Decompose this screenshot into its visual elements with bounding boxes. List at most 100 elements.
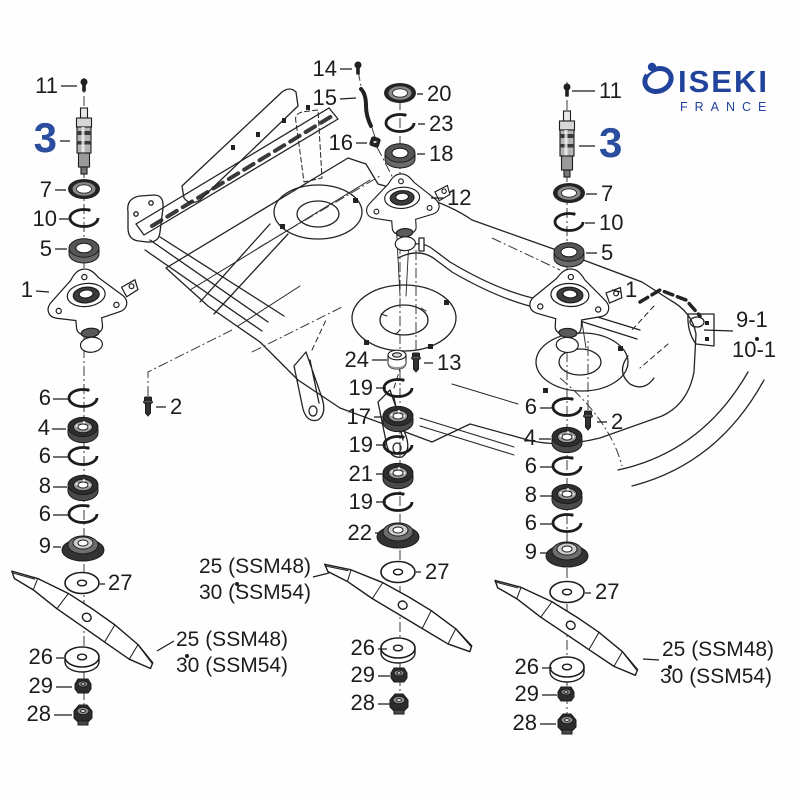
callout-left-1: 1 — [21, 277, 33, 302]
part-bolt-11-left — [80, 78, 88, 92]
part-washer-27-right — [549, 580, 585, 604]
callout-right-29: 29 — [515, 681, 539, 706]
part-snapring-19a — [382, 376, 414, 398]
part-bearing-4-right — [551, 426, 583, 454]
dot-center-blade — [235, 582, 239, 586]
callout-left-27: 27 — [108, 570, 132, 595]
part-cap-24 — [387, 349, 407, 370]
part-housing-1-right — [526, 266, 624, 356]
part-bolt-13 — [411, 352, 421, 373]
callout-center-21: 21 — [349, 461, 373, 486]
part-bearing-8-right — [551, 483, 583, 511]
part-seal-7-right — [552, 182, 586, 204]
assembly-axis-lines — [83, 70, 623, 732]
part-bearing-9-right — [545, 541, 589, 568]
part-snapring-6c-left — [67, 502, 99, 524]
callout-center-19a: 19 — [349, 375, 373, 400]
callout-right-26: 26 — [515, 654, 539, 679]
part-bolt-11-right — [563, 83, 571, 97]
part-spindle-3-right — [558, 110, 576, 178]
callout-center-22: 22 — [348, 520, 372, 545]
part-snapring-6a-left — [67, 386, 99, 408]
dot-right-bracket — [755, 337, 759, 341]
callout-left-26: 26 — [29, 644, 53, 669]
callout-center-28: 28 — [351, 690, 375, 715]
part-bolt-2-right — [583, 410, 593, 431]
callout-right-10: 10 — [599, 210, 623, 235]
part-washer-26-left — [64, 646, 100, 673]
callout-right-7: 7 — [601, 181, 613, 206]
part-nut-29-center — [390, 667, 408, 683]
part-seal-7-left — [67, 178, 101, 200]
part-washer-27-center — [380, 560, 416, 584]
callout-center-13: 13 — [437, 350, 461, 375]
callout-left-6c: 6 — [39, 501, 51, 526]
part-bolt-28-center — [389, 693, 409, 715]
brand-name: ISEKI — [678, 64, 769, 99]
iseki-logo-icon — [642, 62, 674, 94]
part-nut-29-left — [74, 678, 92, 694]
callout-left-28: 28 — [27, 701, 51, 726]
callout-right-blade-ssm48: 25 (SSM48) — [662, 638, 774, 661]
callout-left-9: 9 — [39, 533, 51, 558]
part-collar-5-right — [553, 242, 585, 268]
part-spindle-3-left — [75, 107, 93, 175]
part-pin-15 — [359, 87, 373, 128]
callout-center-16: 16 — [329, 130, 353, 155]
callout-center-26: 26 — [351, 635, 375, 660]
part-bolt-14 — [354, 61, 362, 75]
part-nut-29-right — [557, 686, 575, 702]
callout-left-3: 3 — [34, 114, 57, 161]
callout-center-17: 17 — [347, 404, 371, 429]
part-collar-5-left — [68, 238, 100, 264]
callout-center-14: 14 — [313, 56, 337, 81]
callout-right-27: 27 — [595, 579, 619, 604]
callout-right-1: 1 — [625, 277, 637, 302]
callout-center-29: 29 — [351, 662, 375, 687]
callout-left-6a: 6 — [39, 385, 51, 410]
part-seal-20 — [383, 82, 417, 104]
part-bolt-28-right — [557, 713, 577, 735]
callout-right-5: 5 — [601, 240, 613, 265]
part-bolt-28-left — [73, 704, 93, 726]
callout-right-28: 28 — [513, 710, 537, 735]
callout-left-5: 5 — [40, 236, 52, 261]
callout-center-23: 23 — [429, 111, 453, 136]
callout-right-10-1: 10-1 — [732, 337, 776, 362]
callout-center-15: 15 — [313, 85, 337, 110]
part-bearing-21 — [382, 462, 414, 490]
callout-right-2: 2 — [611, 409, 623, 434]
part-bearing-22 — [376, 522, 420, 549]
callout-center-24: 24 — [345, 347, 369, 372]
part-snapring-19c — [382, 490, 414, 512]
callout-left-2: 2 — [170, 394, 182, 419]
part-washer-26-right — [549, 656, 585, 683]
callout-right-6c: 6 — [525, 510, 537, 535]
part-bearing-4-left — [67, 416, 99, 444]
iseki-france-logo: ISEKI FRANCE — [642, 62, 769, 114]
callout-labels: 11 3 7 10 5 1 6 4 6 8 6 9 27 25 (SSM48) … — [21, 56, 776, 735]
callout-left-7: 7 — [40, 177, 52, 202]
callout-leader-lines — [35, 68, 734, 725]
part-housing-1-left — [43, 263, 145, 357]
callout-center-20: 20 — [427, 81, 451, 106]
callout-right-9-1: 9-1 — [736, 307, 768, 332]
part-washer-26-center — [380, 637, 416, 664]
callout-left-6b: 6 — [39, 443, 51, 468]
part-snapring-10-right — [553, 210, 585, 232]
callout-right-9: 9 — [525, 539, 537, 564]
callout-right-4: 4 — [524, 425, 536, 450]
callout-left-blade-ssm54: 30 (SSM54) — [176, 654, 288, 677]
callout-right-11: 11 — [599, 78, 622, 103]
dot-right-blade — [668, 665, 672, 669]
callout-center-12: 12 — [447, 185, 471, 210]
callout-left-29: 29 — [29, 673, 53, 698]
exploded-parts — [3, 61, 648, 735]
callout-center-blade-ssm54: 30 (SSM54) — [199, 581, 311, 604]
callout-right-8: 8 — [525, 482, 537, 507]
callout-right-6b: 6 — [525, 453, 537, 478]
callout-center-19c: 19 — [349, 489, 373, 514]
callout-left-8: 8 — [39, 473, 51, 498]
part-bearing-17 — [382, 405, 414, 433]
